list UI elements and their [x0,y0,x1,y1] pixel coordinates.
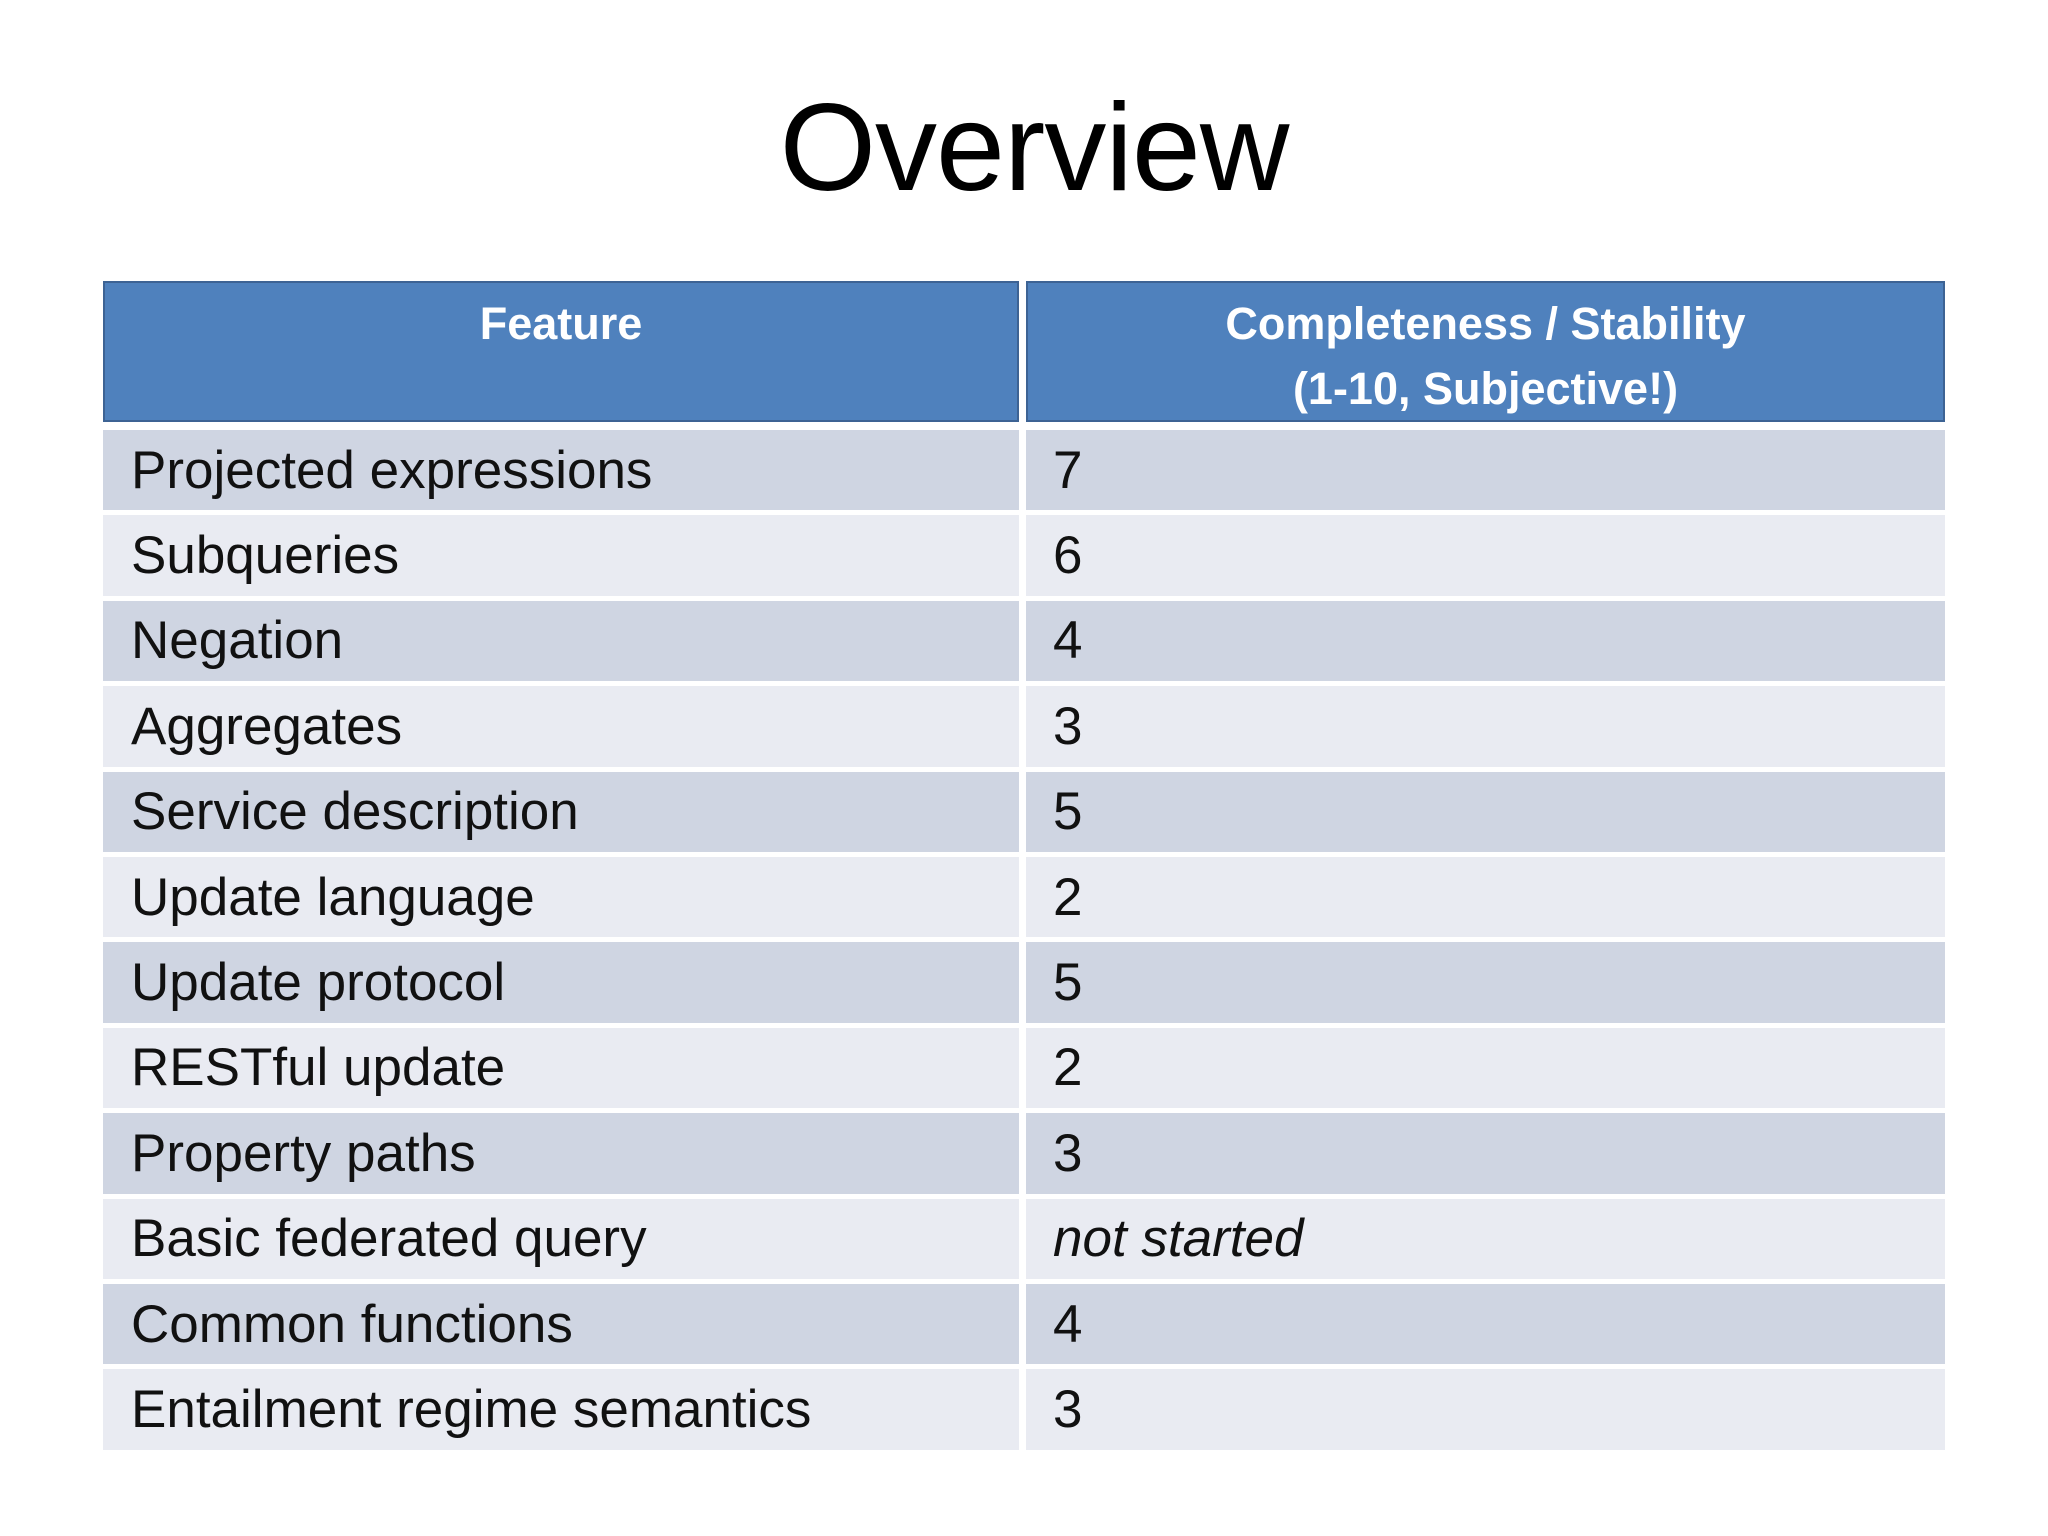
feature-cell: Entailment regime semantics [103,1369,1019,1450]
score-cell: not started [1026,1198,1945,1279]
header-cell-feature: Feature [103,281,1019,422]
score-cell: 5 [1026,771,1945,852]
header-completeness-line1: Completeness / Stability [1225,298,1746,349]
score-cell: 2 [1026,856,1945,938]
score-cell: 3 [1026,1369,1945,1450]
feature-cell: Update language [103,856,1019,938]
feature-cell: Subqueries [103,515,1019,596]
feature-table: Feature Completeness / Stability (1-10, … [103,281,1945,1450]
score-cell: 6 [1026,515,1945,596]
score-cell: 3 [1026,686,1945,767]
slide-title: Overview [779,79,1290,217]
score-cell: 4 [1026,600,1945,682]
table-header-row: Feature Completeness / Stability (1-10, … [103,281,1945,422]
feature-cell: Update protocol [103,942,1019,1023]
feature-cell: Basic federated query [103,1198,1019,1279]
score-cell: 2 [1026,1027,1945,1109]
feature-cell: Aggregates [103,686,1019,767]
score-cell: 7 [1026,430,1945,511]
score-cell: 4 [1026,1283,1945,1365]
header-completeness-line2: (1-10, Subjective!) [1292,363,1679,414]
feature-cell: Negation [103,600,1019,682]
header-feature-label: Feature [479,298,643,349]
feature-cell: Projected expressions [103,430,1019,511]
feature-cell: Property paths [103,1113,1019,1194]
feature-cell: Common functions [103,1283,1019,1365]
score-cell: 3 [1026,1113,1945,1194]
score-cell: 5 [1026,942,1945,1023]
feature-cell: RESTful update [103,1027,1019,1109]
header-cell-completeness: Completeness / Stability (1-10, Subjecti… [1026,281,1945,422]
feature-cell: Service description [103,771,1019,852]
